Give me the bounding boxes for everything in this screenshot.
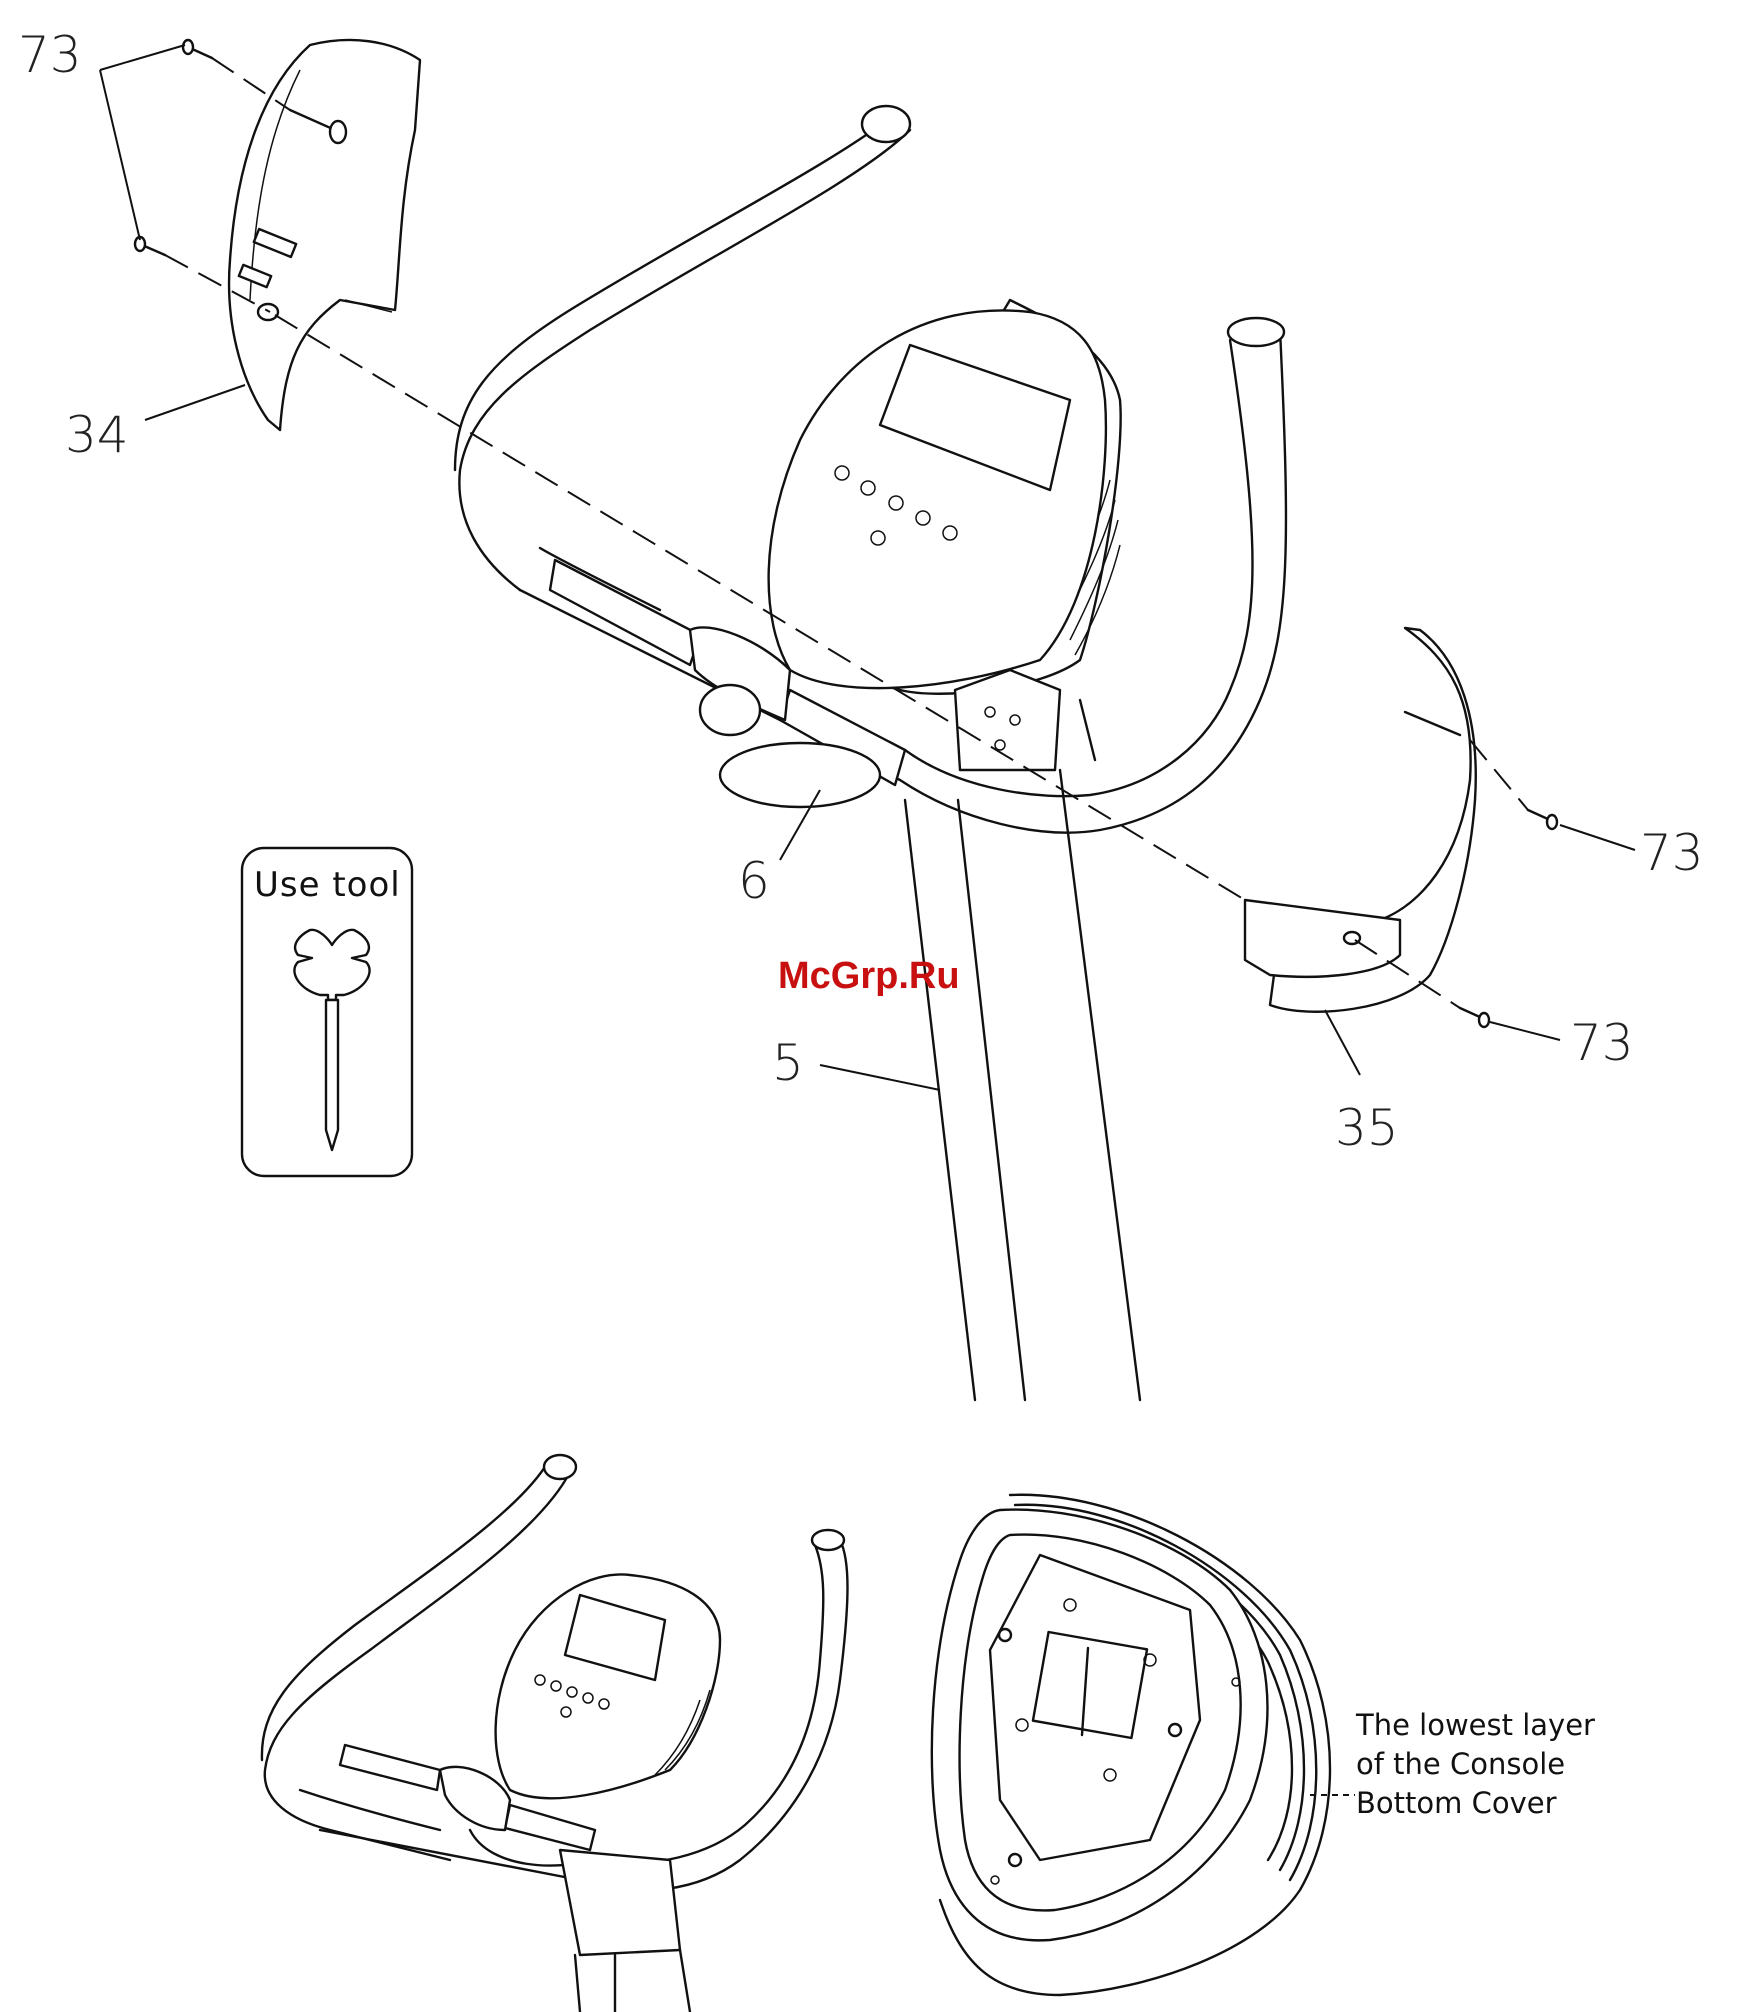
label-6: 6	[738, 852, 770, 910]
label-73-right-top: 73	[1640, 824, 1704, 882]
upright-post	[905, 700, 1140, 1400]
leader-73-c	[1490, 1022, 1560, 1040]
leader-5	[820, 1065, 940, 1090]
label-73-right-bottom: 73	[1570, 1014, 1634, 1072]
leader-34	[145, 385, 245, 420]
screw-73-left-top	[183, 40, 212, 58]
note-line-1: The lowest layer	[1355, 1708, 1595, 1742]
leader-73-a	[100, 45, 185, 240]
screw-73-right-bottom	[1460, 1008, 1489, 1027]
right-cover-part-35	[1245, 628, 1476, 1012]
mounting-bracket	[955, 670, 1060, 770]
alignment-line-right-top	[1470, 740, 1528, 810]
note-line-2: of the Console	[1356, 1747, 1565, 1781]
tool-icon	[294, 930, 369, 1150]
watermark: McGrp.Ru	[778, 955, 960, 997]
label-73-top-left: 73	[18, 26, 82, 84]
screw-73-right-top	[1528, 810, 1557, 829]
use-tool-label: Use tool	[254, 865, 401, 905]
console-bottom-cover	[932, 1495, 1330, 1995]
label-5: 5	[772, 1034, 804, 1092]
console	[769, 300, 1121, 694]
leader-35	[1325, 1010, 1360, 1075]
label-35: 35	[1335, 1099, 1399, 1157]
left-cover-part-34	[229, 40, 420, 430]
use-tool-box: Use tool	[242, 848, 412, 1176]
label-34: 34	[65, 406, 129, 464]
leader-73-b	[1560, 825, 1635, 850]
note-line-3: Bottom Cover	[1356, 1786, 1557, 1820]
assembled-view	[262, 1455, 848, 2012]
